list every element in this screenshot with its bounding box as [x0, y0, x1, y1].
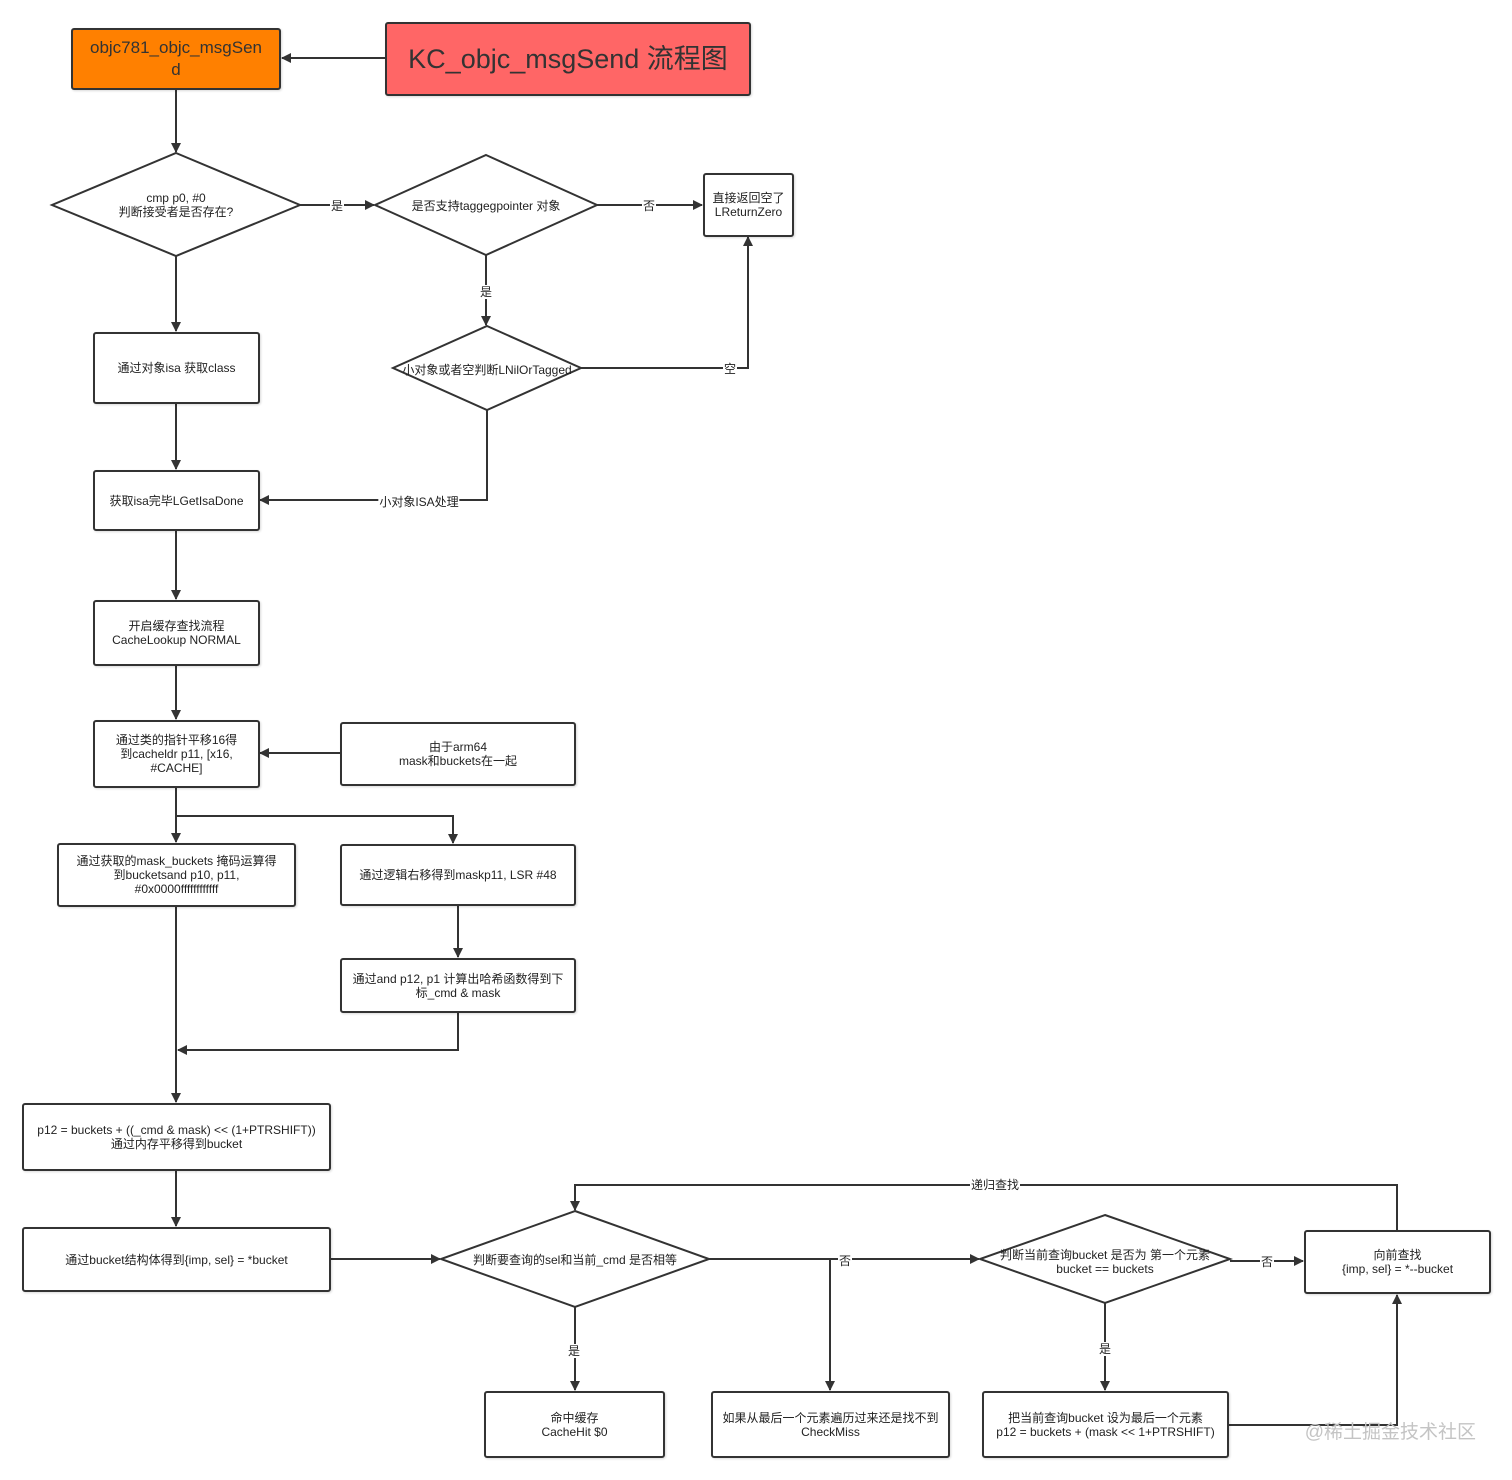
mask-buckets-node: 通过获取的mask_buckets 掩码运算得 到bucketsand p10,…	[57, 843, 296, 907]
arrow-setlast-to-prev	[1229, 1294, 1402, 1426]
edge-label-empty: 空	[722, 362, 738, 376]
arrow-nil-to-isadone	[259, 410, 488, 505]
get-isa-done-node: 获取isa完毕LGetIsaDone	[93, 470, 260, 531]
prev-lookup-node: 向前查找 {imp, sel} = *--bucket	[1304, 1230, 1491, 1294]
set-last-node: 把当前查询bucket 设为最后一个元素 p12 = buckets + (ma…	[982, 1391, 1229, 1458]
edge-label-recursive: 递归查找	[969, 1178, 1021, 1192]
edge-label-no-tagged: 否	[641, 199, 657, 213]
edge-label-yes-tagged: 是	[478, 285, 494, 299]
cache-lookup-node: 开启缓存查找流程 CacheLookup NORMAL	[93, 600, 260, 666]
cache-ldr-node: 通过类的指针平移16得 到cacheldr p11, [x16, #CACHE]	[93, 720, 260, 788]
edge-label-small-isa: 小对象ISA处理	[378, 495, 460, 509]
edge-label-no-sel: 否	[837, 1254, 853, 1268]
arrow-ldr-to-lsr	[176, 815, 458, 844]
sel-equal-label: 判断要查询的sel和当前_cmd 是否相等	[472, 1253, 678, 1267]
edge-label-yes-cmp: 是	[329, 199, 345, 213]
cache-hit-node: 命中缓存 CacheHit $0	[484, 1391, 665, 1458]
arm64-note-node: 由于arm64 mask和buckets在一起	[340, 722, 576, 786]
edge-label-yes-first: 是	[1097, 1342, 1113, 1356]
check-miss-node: 如果从最后一个元素遍历过来还是找不到 CheckMiss	[711, 1391, 950, 1458]
first-elem-label: 判断当前查询bucket 是否为 第一个元素 bucket == buckets	[999, 1248, 1211, 1276]
bucket-struct-node: 通过bucket结构体得到{imp, sel} = *bucket	[22, 1227, 331, 1292]
return-zero-node: 直接返回空了 LReturnZero	[703, 173, 794, 237]
p12-bucket-node: p12 = buckets + ((_cmd & mask) << (1+PTR…	[22, 1103, 331, 1171]
edge-label-no-first: 否	[1259, 1255, 1275, 1269]
cmp-check-label: cmp p0, #0 判断接受者是否存在?	[118, 191, 234, 219]
watermark: @稀土掘金技术社区	[1304, 1422, 1476, 1443]
get-class-node: 通过对象isa 获取class	[93, 332, 260, 404]
diagram-title: KC_objc_msgSend 流程图	[385, 22, 751, 96]
tagged-support-label: 是否支持taggegpointer 对象	[411, 199, 561, 213]
hash-index-node: 通过and p12, p1 计算出哈希函数得到下 标_cmd & mask	[340, 958, 576, 1013]
edge-label-yes-sel: 是	[566, 1344, 582, 1358]
lsr-mask-node: 通过逻辑右移得到maskp11, LSR #48	[340, 844, 576, 906]
arrow-nil-to-return	[581, 236, 753, 369]
nil-or-tagged-label: 小对象或者空判断LNilOrTagged	[402, 363, 572, 377]
arrow-hash-to-join	[177, 1012, 459, 1055]
start-node: objc781_objc_msgSen d	[71, 28, 281, 90]
